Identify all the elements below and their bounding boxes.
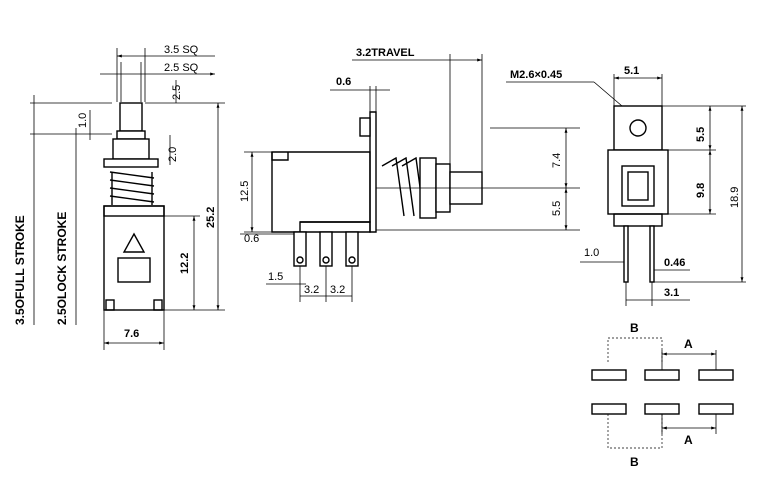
thread-leader [593,81,623,107]
label-a-bottom: A [684,433,693,447]
pin-pad-bottom-2 [644,403,680,415]
terminal-1 [293,231,307,267]
travel-label: 3.2TRAVEL [356,47,415,59]
lock-stroke-label: 2.5OLOCK STROKE [55,212,69,325]
dim-3-1: 3.1 [664,287,679,299]
full-stroke-label: 3.5OFULL STROKE [13,215,27,325]
bushing [112,138,150,160]
front-view: 3.5OFULL STROKE 2.5OLOCK STROKE 3.5 SQ 2… [13,44,225,350]
dim-1-0: 1.0 [77,113,89,128]
pin-pad-bottom-3 [698,403,734,415]
dim-1-0-end: 1.0 [584,247,599,259]
dim-2-0: 2.0 [167,147,179,162]
b-bottom-bracket [607,414,663,449]
terminal-2-hole [322,256,330,264]
body-foot-right [153,299,163,311]
end-mount-hole [629,119,647,137]
pin-pad-top-2 [644,369,680,381]
pin-pad-top-1 [591,369,627,381]
end-plunger [627,171,649,201]
label-a-top: A [684,337,693,351]
dim-7-6: 7.6 [124,328,139,340]
label-b-top: B [630,321,639,335]
dim-12-2: 12.2 [179,253,191,274]
end-pin-left [623,225,629,283]
terminal-2 [319,231,333,267]
dim-0-6-top: 0.6 [336,76,351,88]
end-pin-right [649,225,655,283]
dim-25-2: 25.2 [205,207,217,228]
body-window [117,257,151,283]
pin-pad-top-3 [698,369,734,381]
dim-2-5: 2.5 [171,85,183,100]
dim-0-6-bottom: 0.6 [244,233,259,245]
end-body [607,149,669,215]
end-plunger-window [621,165,655,207]
side-spring [381,156,425,217]
dim-3-5-sq: 3.5 SQ [164,44,199,56]
body-housing [271,151,371,233]
mounting-bracket [369,111,377,233]
b-top-bracket [607,337,663,362]
bushing-nut [103,158,159,168]
body-top-band [103,205,165,217]
plunger-tip [119,102,143,132]
base-plate [300,221,371,233]
dim-9-8: 9.8 [695,183,707,198]
pin-pad-bottom-1 [591,403,627,415]
end-view: M2.6×0.45 5.1 5.5 9.8 18.9 1.0 0.46 [506,65,746,306]
dim-7-4: 7.4 [551,153,563,168]
dim-3-2-b: 3.2 [330,284,345,296]
dim-1-5: 1.5 [268,271,283,283]
terminal-3 [345,231,359,267]
spring [109,171,155,205]
dim-5-1: 5.1 [624,65,639,77]
terminal-3-hole [348,256,356,264]
dim-12-5: 12.5 [239,181,251,202]
terminal-1-hole [296,256,304,264]
dim-18-9: 18.9 [729,187,741,208]
plunger-collar [116,130,146,140]
bracket-tab [359,117,371,137]
dim-0-46: 0.46 [664,257,685,269]
dim-2-5-sq: 2.5 SQ [164,62,199,74]
end-bracket-tab [613,105,663,151]
label-b-bottom: B [630,455,639,469]
thread-label: M2.6×0.45 [510,69,562,81]
side-view: 3.2TRAVEL 0.6 7.4 5.5 12.5 0.6 [239,47,580,302]
housing-top-step [271,152,289,161]
end-base [613,213,663,227]
dim-3-2-a: 3.2 [304,284,319,296]
dim-5-5-side: 5.5 [551,201,563,216]
arrow-triangle-mark [122,232,146,253]
body-foot-left [105,299,115,311]
pin-layout: B A A B [591,321,734,469]
dim-5-5-end: 5.5 [695,127,707,142]
